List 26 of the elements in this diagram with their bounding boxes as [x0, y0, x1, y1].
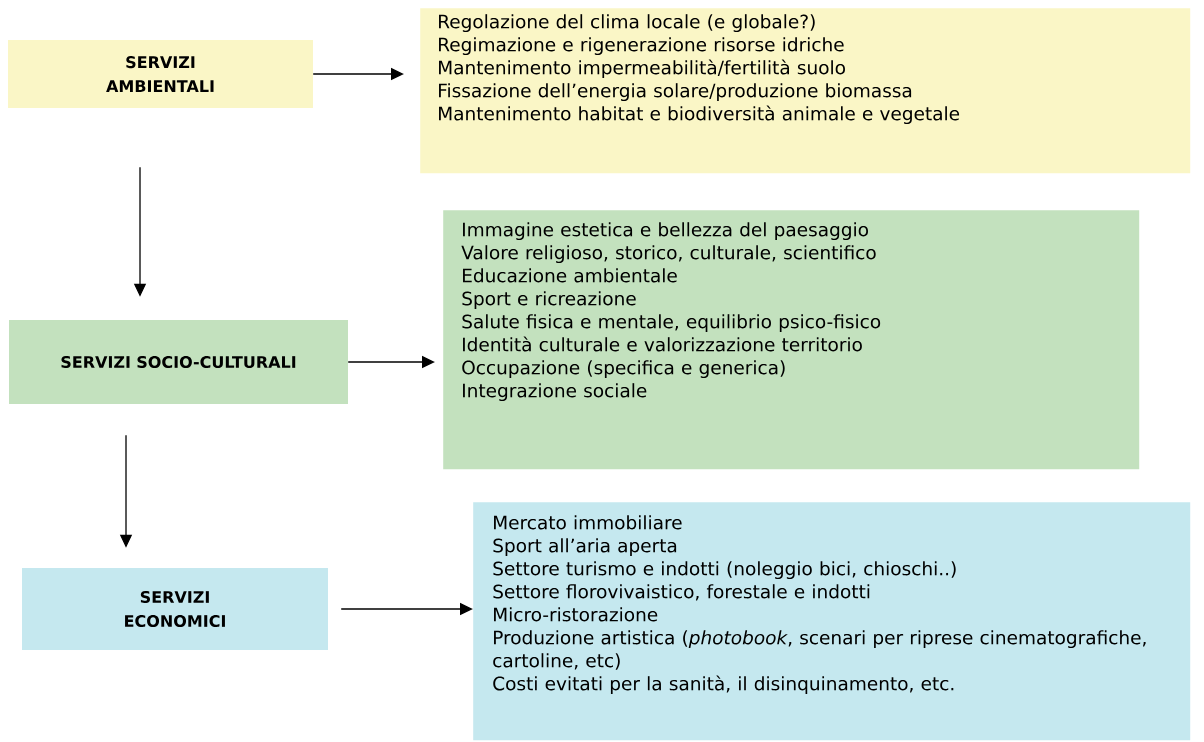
list-item: Occupazione (specifica e generica) [462, 360, 785, 379]
heading-box: SERVIZI ECONOMICI [22, 568, 328, 650]
list-item: Educazione ambientale [463, 268, 677, 283]
list-item: Mantenimento impermeabilità/fertilità suolo [439, 59, 845, 79]
list-item: Salute fisica e mentale, equilibrio psico-fisico [462, 314, 881, 333]
list-item: Identità culturale e valorizzazione territorio [463, 336, 862, 352]
list-item: Regimazione e rigenerazione risorse idriche [439, 37, 844, 56]
list-box [420, 8, 1191, 174]
list-item: Costi evitati per la sanità, il disinquinamento, etc. [493, 675, 954, 695]
list-item: Produzione artistica (photobook, scenari per riprese cinematografiche, cartoline, etc) [493, 630, 1146, 670]
list-item: Valore religioso, storico, culturale, scientifico [461, 245, 876, 264]
list-item: Sport e ricreazione [462, 291, 636, 310]
list-box [443, 210, 1140, 470]
heading-box: SERVIZI SOCIO-CULTURALI [9, 320, 348, 404]
list-item: Integrazione sociale [463, 383, 647, 402]
list-item: Settore florovivaistico, forestale e indotti [493, 584, 870, 601]
list-item: Immagine estetica e bellezza del paesaggio [463, 222, 868, 241]
list-item: Mantenimento habitat e biodiversità animale e vegetale [439, 105, 960, 125]
list-item: Regolazione del clima locale (e globale?) [439, 14, 815, 33]
heading-box: SERVIZI AMBIENTALI [8, 40, 313, 108]
list-item: Micro-ristorazione [494, 607, 658, 622]
list-item: Sport all’aria aperta [493, 538, 677, 557]
list-item: Mercato immobiliare [494, 515, 682, 530]
list-item: Settore turismo e indotti (noleggio bici, chioschi..) [493, 561, 956, 580]
list-box [473, 502, 1191, 741]
list-item: Fissazione dell’energia solare/produzione biomassa [439, 83, 912, 102]
